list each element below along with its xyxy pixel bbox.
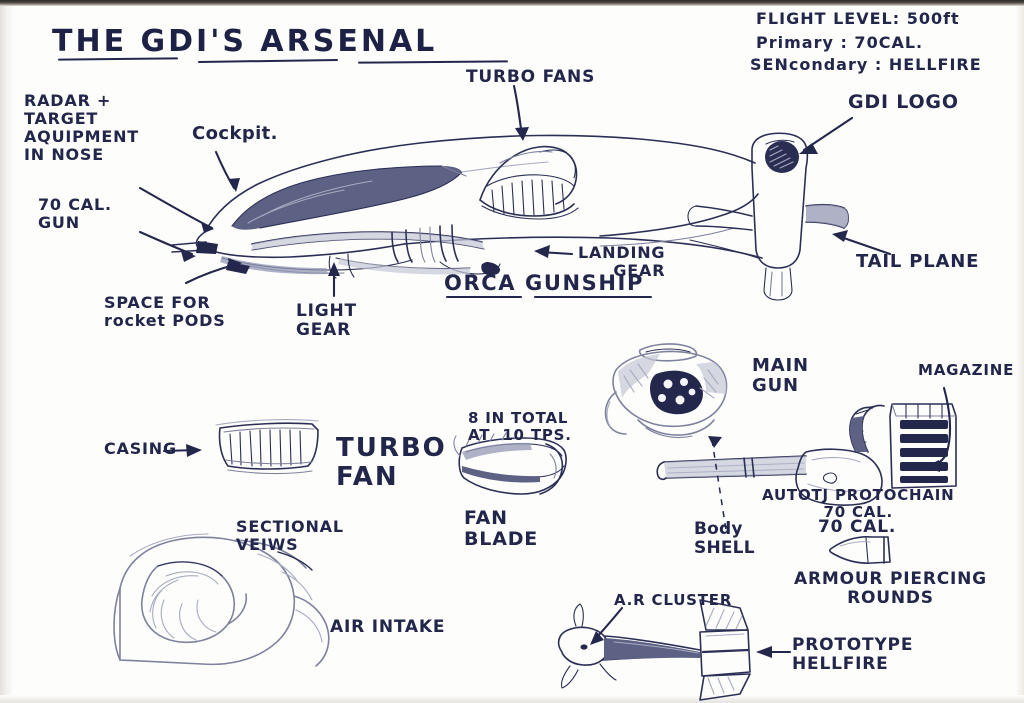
label-fan-blade: FAN BLADE <box>464 507 539 551</box>
title-underline-1 <box>57 57 179 62</box>
label-70cal-gun: 70 CAL. GUN <box>38 195 112 232</box>
label-body-shell: Body SHELL <box>694 519 755 559</box>
spec-primary-weapon: Primary : 70CAL. <box>756 33 924 52</box>
label-turbo-fans: TURBO FANS <box>466 67 596 87</box>
spec-flight-level: FLIGHT LEVEL: 500ft <box>756 9 960 28</box>
label-gdi-logo: GDI LOGO <box>848 91 959 113</box>
label-prototype-hellfire: PROTOTYPE HELLFIRE <box>792 635 914 675</box>
label-ar-cluster: A.R CLUSTER <box>614 591 733 609</box>
label-round-caliber: 70 CAL. <box>818 517 897 537</box>
paper-left-edge <box>0 6 14 703</box>
title-underline-3 <box>357 60 509 65</box>
label-sectional-views: SECTIONAL VEIWS <box>236 517 344 554</box>
label-cockpit: Cockpit. <box>192 123 278 144</box>
paper-bottom-edge <box>0 695 1024 703</box>
label-tail-plane: TAIL PLANE <box>856 251 980 272</box>
label-rocket-pods: SPACE FOR rocket PODS <box>104 293 226 330</box>
orca-underline-1 <box>446 296 522 299</box>
label-landing-gear: LANDING GEAR <box>578 243 666 280</box>
label-autocannon: AUTOTJ PROTOCHAIN 70 CAL. <box>762 486 955 521</box>
title-underline-2 <box>197 59 339 64</box>
caption-orca-gunship: ORCA GUNSHIP <box>444 271 644 295</box>
label-air-intake: AIR INTAKE <box>330 617 446 637</box>
label-light-gear: LIGHT GEAR <box>296 301 357 341</box>
label-ap-rounds: ARMOUR PIERCING ROUNDS <box>794 569 987 609</box>
paper-right-edge <box>1014 6 1024 703</box>
scan-top-edge <box>0 0 1024 6</box>
spec-secondary-weapon: SENcondary : HELLFIRE <box>750 55 982 74</box>
label-main-gun: MAIN GUN <box>752 355 809 397</box>
turbofan-casing-drawing <box>162 419 319 475</box>
hellfire-missile-drawing <box>557 599 792 701</box>
label-radar-nose: RADAR + TARGET AQUIPMENT IN NOSE <box>24 91 140 164</box>
annotation-arrows-aircraft <box>138 84 892 298</box>
armour-piercing-round-drawing <box>828 536 891 564</box>
label-magazine: MAGAZINE <box>918 361 1015 379</box>
main-gun-drawing <box>604 343 728 439</box>
page-title: THE GDI'S ARSENAL <box>52 24 438 59</box>
orca-underline-2 <box>534 296 652 299</box>
label-turbo-fan: TURBO FAN <box>336 433 447 493</box>
note-blade-count: 8 IN TOTAL AT 10 TPS. <box>468 409 572 444</box>
label-casing: CASING <box>104 439 177 458</box>
